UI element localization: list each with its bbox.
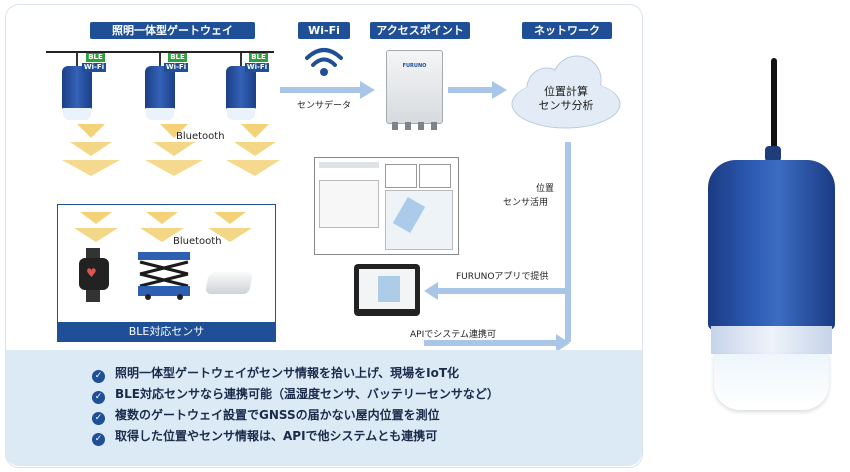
gateway-device bbox=[145, 66, 175, 110]
gateway-hanger bbox=[159, 53, 161, 67]
position-label-2: センサ活用 bbox=[503, 198, 549, 208]
gateway-device bbox=[226, 66, 256, 110]
bluetooth-label: Bluetooth bbox=[176, 131, 225, 142]
wifi-badge: Wi-Fi bbox=[82, 63, 106, 72]
check-icon: ✓ bbox=[92, 412, 105, 425]
gateway-light bbox=[146, 108, 174, 120]
check-icon: ✓ bbox=[92, 370, 105, 383]
arrow-to-api bbox=[424, 334, 570, 352]
watch-strap bbox=[86, 290, 100, 302]
smartwatch-icon: ♥ bbox=[79, 258, 109, 290]
product-band bbox=[711, 326, 832, 354]
gateway-hanger bbox=[76, 53, 78, 67]
product-light-cover bbox=[714, 354, 829, 410]
gateway-light bbox=[63, 108, 91, 120]
antenna-connector bbox=[405, 122, 411, 130]
wifi-header: Wi-Fi bbox=[298, 22, 350, 39]
wifi-badge: Wi-Fi bbox=[164, 63, 188, 72]
access-point-device: FURUNO bbox=[386, 50, 443, 124]
feature-text: 複数のゲートウェイ設置でGNSSの届かない屋内位置を測位 bbox=[115, 408, 440, 422]
ble-badge: BLE bbox=[249, 53, 268, 62]
scissor-lift-icon bbox=[138, 260, 190, 300]
product-body bbox=[708, 160, 835, 330]
antenna-connector bbox=[392, 122, 398, 130]
check-icon: ✓ bbox=[92, 391, 105, 404]
cloud-icon bbox=[511, 55, 621, 129]
ble-tag-sensor-icon bbox=[205, 272, 253, 294]
access-point-header: アクセスポイント bbox=[370, 22, 470, 39]
watch-strap bbox=[86, 248, 100, 258]
bluetooth-sensor-label: Bluetooth bbox=[173, 236, 222, 247]
bluetooth-signal-icons bbox=[62, 124, 280, 176]
cloud-line1: 位置計算 bbox=[544, 85, 588, 98]
cloud-line2: センサ分析 bbox=[538, 99, 594, 112]
feature-list bbox=[5, 350, 642, 466]
product-antenna-mount bbox=[765, 146, 781, 162]
ble-badge: BLE bbox=[86, 53, 105, 62]
network-header: ネットワーク bbox=[522, 22, 612, 39]
tablet-device bbox=[354, 264, 420, 316]
gateway-light bbox=[227, 108, 255, 120]
sensor-signal-icons bbox=[74, 212, 252, 242]
ceiling-rail bbox=[46, 51, 274, 53]
ble-sensor-label: BLE対応センサ bbox=[57, 322, 276, 341]
floor-map-screen bbox=[314, 157, 459, 255]
access-point-brand: FURUNO bbox=[402, 63, 427, 69]
arrow-to-app bbox=[424, 282, 570, 300]
feature-bullet: ✓ 照明一体型ゲートウェイがセンサ情報を拾い上げ、現場をIoT化 bbox=[92, 363, 459, 384]
feature-bullet: ✓ BLE対応センサなら連携可能（温湿度センサ、バッテリーセンサなど） bbox=[92, 384, 499, 405]
gateway-device bbox=[62, 66, 92, 110]
feature-bullet: ✓ 取得した位置やセンサ情報は、APIで他システムとも連携可 bbox=[92, 426, 437, 447]
wifi-icon bbox=[305, 48, 343, 76]
feature-text: 取得した位置やセンサ情報は、APIで他システムとも連携可 bbox=[115, 429, 438, 443]
flow-line-vertical bbox=[565, 142, 571, 342]
ble-badge: BLE bbox=[168, 53, 187, 62]
gateway-hanger bbox=[240, 53, 242, 67]
wifi-badge: Wi-Fi bbox=[245, 63, 269, 72]
check-icon: ✓ bbox=[92, 433, 105, 446]
antenna-connector bbox=[418, 122, 424, 130]
product-antenna bbox=[771, 58, 777, 154]
arrow-to-access-point bbox=[280, 81, 375, 99]
antenna-connector bbox=[431, 122, 437, 130]
feature-text: BLE対応センサなら連携可能（温湿度センサ、バッテリーセンサなど） bbox=[115, 387, 499, 401]
feature-bullet: ✓ 複数のゲートウェイ設置でGNSSの届かない屋内位置を測位 bbox=[92, 405, 440, 426]
arrow-to-network bbox=[448, 81, 507, 99]
furuno-app-label: FURUNOアプリで提供 bbox=[456, 272, 549, 282]
sensor-data-label: センサデータ bbox=[297, 101, 352, 111]
gateway-header: 照明一体型ゲートウェイ bbox=[90, 22, 255, 39]
scissor-lift-platform bbox=[138, 252, 190, 260]
position-label-1: 位置 bbox=[535, 184, 554, 194]
api-link-label: APIでシステム連携可 bbox=[410, 330, 496, 340]
feature-text: 照明一体型ゲートウェイがセンサ情報を拾い上げ、現場をIoT化 bbox=[115, 366, 460, 380]
